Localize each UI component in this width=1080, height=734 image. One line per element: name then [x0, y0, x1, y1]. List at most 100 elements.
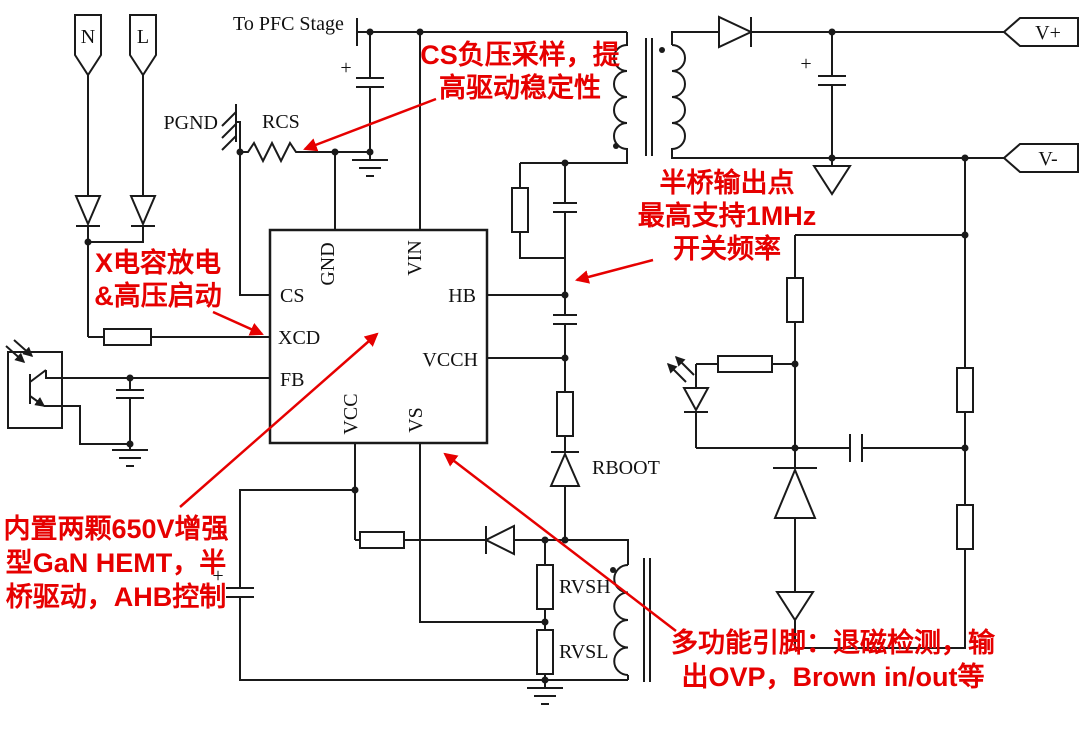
bootstrap-branch: RBOOT [549, 358, 660, 540]
annotation-x-cap-line1: X电容放电 [95, 247, 221, 278]
pin-label-gnd: GND [317, 242, 339, 285]
divider-lower-resistor [956, 504, 974, 550]
rcs-label: RCS [262, 111, 300, 133]
l-diode [129, 195, 157, 227]
secondary-feedback [666, 154, 974, 649]
output-rectifier: + V+ V- [718, 15, 1079, 196]
connector-n-flag [74, 14, 102, 77]
junction-dot [416, 28, 424, 36]
junction-dot [236, 148, 244, 156]
connector-vminus-flag [1002, 143, 1079, 173]
junction-dot [84, 238, 92, 246]
annotation-multi-func-line2: 出OVP，Brown in/out等 [682, 661, 985, 692]
vcc-wires [226, 489, 629, 681]
ground-icon [352, 152, 388, 177]
annotation-gan-line3: 桥驱动，AHB控制 [6, 582, 227, 612]
rboot-label: RBOOT [592, 457, 660, 479]
primary-opto [5, 339, 270, 467]
main-ic-body [268, 228, 489, 445]
hb-vcch-capacitor [553, 295, 577, 358]
feedback-wires [695, 158, 966, 649]
junction-dot [828, 154, 836, 162]
connector-vplus-label: V+ [1035, 22, 1061, 44]
bottom-ground-icon [527, 680, 563, 705]
pfc-input-rail: To PFC Stage + [233, 13, 627, 230]
junction-dot [561, 159, 569, 167]
opto-led [682, 387, 710, 413]
vcc-series-resistor [359, 531, 405, 549]
rvsh-label: RVSH [559, 576, 611, 598]
annotation-gan-line1: 内置两颗650V增强 [3, 513, 228, 544]
junction-dot [541, 676, 549, 684]
annotation-gan-arrow [179, 332, 379, 508]
junction-dot [351, 486, 359, 494]
bulk-capacitor [356, 32, 384, 152]
annotations: CS负压采样，提 高驱动稳定性 半桥输出点 最高支持1MHz 开关频率 X电容放… [3, 39, 996, 692]
pin-label-xcd: XCD [278, 327, 320, 349]
opto-receive-arrows [5, 345, 26, 363]
aux-winding-branch: + RVSH RVSL [212, 486, 651, 705]
output-ground-triangle [812, 165, 852, 196]
divider-upper-resistor [956, 367, 974, 413]
bulk-cap-plus: + [340, 57, 351, 79]
junction-dot [961, 154, 969, 162]
annotation-half-bridge-arrow [575, 258, 654, 284]
pgnd-rcs-branch: PGND RCS [164, 104, 388, 296]
connector-l-flag [129, 14, 157, 77]
opto-receive-arrows [13, 339, 34, 357]
bias-resistor [786, 277, 804, 323]
junction-dot [541, 536, 549, 544]
main-ic: CS XCD FB HB VCCH GND VIN VCC VS [268, 228, 565, 623]
annotation-x-cap-line2: &高压启动 [94, 280, 222, 311]
pfc-rail-wires [356, 18, 627, 230]
junction-dot [126, 440, 134, 448]
junction-dot [541, 618, 549, 626]
junction-dot [961, 231, 969, 239]
feedback-ground-triangle [775, 591, 815, 622]
fb-wires [62, 377, 270, 445]
annotation-half-bridge-line1: 半桥输出点 [660, 167, 795, 198]
connector-l-label: L [137, 26, 149, 48]
opto-transistor-symbol [29, 369, 62, 407]
pin-label-vcch: VCCH [422, 349, 478, 371]
connector-vminus-label: V- [1038, 148, 1057, 170]
annotation-cs-sense-arrow [303, 97, 437, 152]
bootstrap-resistor [556, 391, 574, 437]
ic-pin-wires [354, 294, 565, 623]
output-cap-plus: + [800, 53, 811, 75]
junction-dot [126, 374, 134, 382]
secondary-winding [671, 31, 1004, 159]
pgnd-ground-icon [221, 104, 237, 151]
rvsl-resistor [536, 629, 554, 675]
rvsh-resistor [536, 564, 554, 610]
connector-n-label: N [81, 26, 95, 48]
pin-label-vcc: VCC [340, 393, 362, 434]
rvsl-label: RVSL [559, 641, 609, 663]
half-bridge-network [511, 159, 577, 362]
xcd-resistor [103, 328, 152, 346]
junction-dot [961, 444, 969, 452]
pin-label-cs: CS [280, 285, 304, 307]
annotation-gan-line2: 型GaN HEMT，半 [6, 548, 227, 578]
pin-label-vin: VIN [404, 240, 426, 276]
junction-dot [828, 28, 836, 36]
junction-dot [331, 148, 339, 156]
shunt-regulator [773, 467, 817, 519]
junction-dot [791, 360, 799, 368]
junction-dot [366, 28, 374, 36]
primary-phase-dot [613, 143, 619, 149]
opto-led-emission-arrows [674, 355, 695, 376]
n-diode [74, 195, 102, 227]
annotation-half-bridge-line2: 最高支持1MHz [638, 200, 817, 231]
fb-capacitor [116, 378, 144, 444]
annotation-half-bridge-line3: 开关频率 [673, 233, 781, 264]
aux-core [643, 558, 651, 682]
output-capacitor [818, 32, 846, 158]
primary-winding [520, 32, 628, 164]
annotation-multi-func-line1: 多功能引脚：退磁检测，输 [671, 627, 996, 658]
snubber-wires [519, 163, 577, 295]
secondary-phase-dot [659, 47, 665, 53]
pin-label-vs: VS [405, 407, 427, 433]
